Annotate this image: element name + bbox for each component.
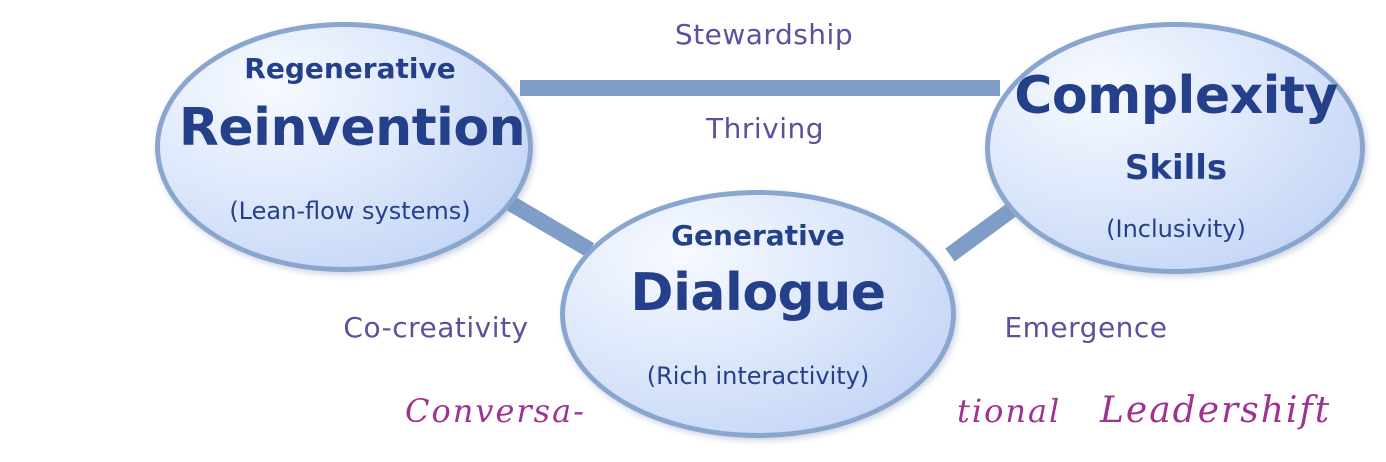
node-dialogue-kicker: Generative: [671, 219, 845, 252]
tagline-part-1: Conversa-: [405, 392, 586, 430]
node-dialogue: [560, 190, 956, 438]
node-complexity-title: Complexity: [1014, 66, 1338, 126]
tagline-part-2: tional: [957, 392, 1062, 430]
node-reinvention-subtitle: (Lean-flow systems): [229, 197, 471, 225]
node-dialogue-title: Dialogue: [630, 263, 886, 323]
edge-label-emergence: Emergence: [1004, 311, 1168, 344]
node-reinvention: [155, 22, 533, 272]
connector-reinvention-dialogue: [500, 193, 595, 257]
node-reinvention-kicker: Regenerative: [244, 52, 456, 85]
edge-label-thriving: Thriving: [705, 112, 825, 145]
tagline-part-3: Leadershift: [1100, 390, 1332, 431]
node-complexity: [985, 22, 1365, 274]
edge-label-stewardship: Stewardship: [674, 18, 854, 51]
edge-label-co-creativity: Co-creativity: [343, 311, 529, 344]
node-complexity-kicker: Skills: [1124, 148, 1228, 188]
node-dialogue-subtitle: (Rich interactivity): [646, 362, 870, 390]
node-reinvention-title: Reinvention: [178, 98, 526, 158]
node-complexity-subtitle: (Inclusivity): [1106, 215, 1246, 243]
